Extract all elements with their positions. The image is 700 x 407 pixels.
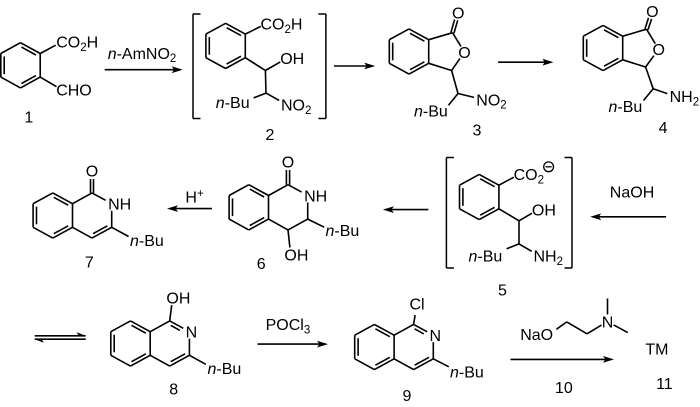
svg-text:O: O [86, 164, 98, 181]
svg-text:O: O [652, 42, 664, 59]
svg-text:10: 10 [555, 380, 573, 397]
svg-text:NaOH: NaOH [610, 185, 654, 202]
svg-text:OH: OH [532, 202, 556, 219]
svg-text:CO2​H: CO2​H [56, 35, 98, 54]
svg-text:NaO: NaO [520, 327, 553, 344]
svg-text:n-Bu: n-Bu [216, 95, 250, 112]
svg-text:5: 5 [498, 282, 507, 299]
svg-text:6: 6 [257, 256, 266, 273]
svg-text:O: O [282, 155, 294, 172]
svg-text:11: 11 [656, 376, 673, 393]
svg-text:O: O [646, 4, 658, 21]
svg-text:O: O [452, 5, 464, 22]
svg-text:9: 9 [403, 388, 412, 405]
svg-text:NH: NH [108, 197, 131, 214]
svg-text:n-Bu: n-Bu [414, 104, 448, 121]
svg-text:NO2​: NO2​ [281, 97, 311, 116]
svg-text:n-Bu: n-Bu [609, 99, 643, 116]
svg-text:1: 1 [24, 109, 33, 126]
svg-text:POCl3​: POCl3​ [266, 317, 311, 336]
svg-text:N: N [430, 328, 442, 345]
svg-text:TM: TM [645, 342, 668, 359]
svg-text:CO2​: CO2​ [514, 167, 544, 186]
svg-text:NH2​: NH2​ [534, 249, 564, 268]
svg-text:OH: OH [166, 290, 190, 307]
svg-text:7: 7 [85, 255, 94, 272]
svg-text:2: 2 [265, 127, 274, 144]
svg-text:n-AmNO2​: n-AmNO2​ [108, 46, 177, 65]
svg-text:3: 3 [472, 123, 481, 140]
svg-text:NH: NH [304, 188, 327, 205]
svg-text:CHO: CHO [56, 83, 92, 100]
svg-text:8: 8 [169, 381, 178, 398]
svg-text:n-Bu: n-Bu [130, 233, 164, 250]
svg-text:OH: OH [280, 51, 304, 68]
svg-text:N: N [186, 325, 198, 342]
svg-text:NO2​: NO2​ [476, 92, 506, 111]
svg-text:CO2​H: CO2​H [261, 17, 303, 36]
svg-text:n-Bu: n-Bu [326, 223, 360, 240]
svg-text:N: N [602, 314, 614, 331]
svg-text:n-Bu: n-Bu [469, 249, 503, 266]
svg-text:4: 4 [659, 120, 668, 137]
svg-text:OH: OH [284, 247, 308, 264]
svg-text:n-Bu: n-Bu [208, 361, 242, 378]
svg-text:Cl: Cl [410, 297, 425, 314]
svg-text:NH2​: NH2​ [670, 89, 700, 108]
svg-text:n-Bu: n-Bu [450, 364, 484, 381]
svg-text:O: O [458, 45, 470, 62]
